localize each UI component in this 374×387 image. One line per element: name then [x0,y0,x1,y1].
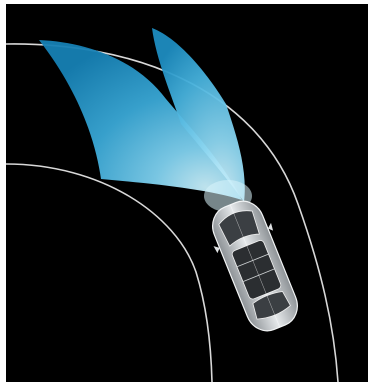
diagram-canvas [6,4,368,382]
car-icon [202,193,309,339]
headlight-beams [39,28,252,212]
adaptive-headlight-diagram [6,4,368,382]
road-edge-inner [6,164,212,382]
